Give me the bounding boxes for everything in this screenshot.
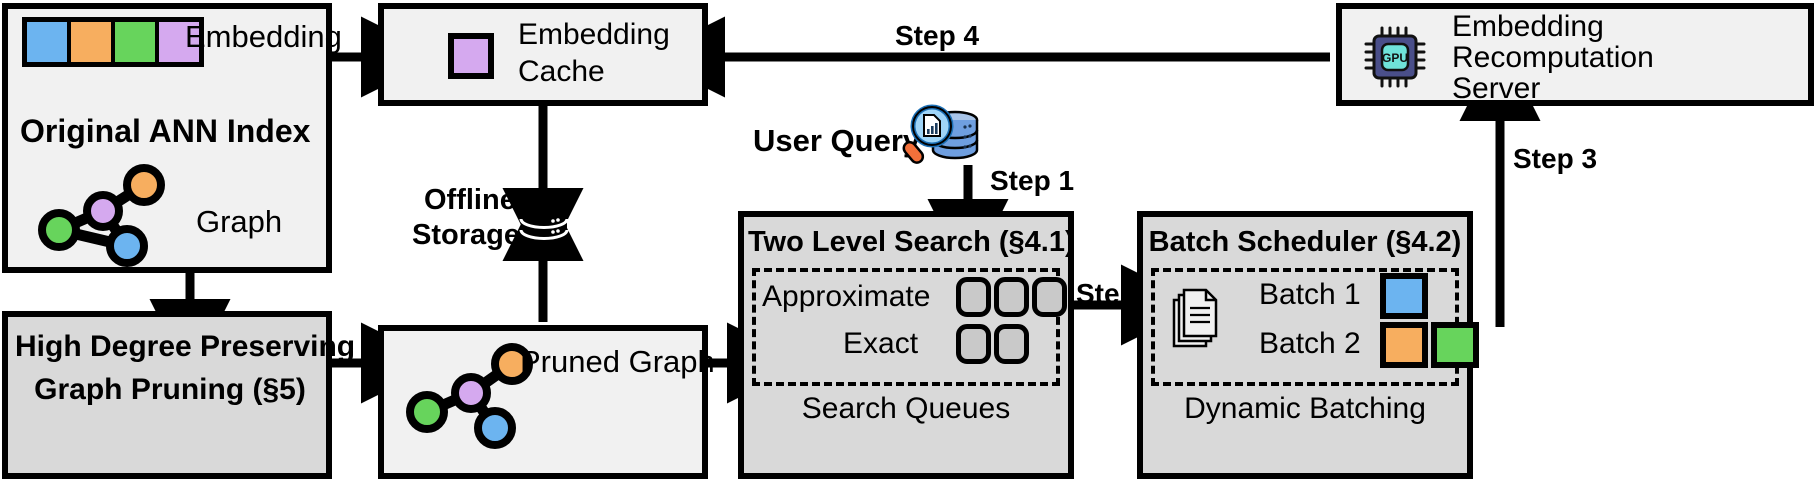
gpu-chip-icon: GPU	[1364, 26, 1426, 88]
graph-node-blue	[106, 225, 148, 267]
queue-slot[interactable]	[956, 277, 991, 317]
pruned-graph-label: Pruned Graph	[520, 344, 715, 379]
search-queues-dashed-region	[752, 268, 1060, 386]
original-index-graph-label: Graph	[196, 204, 283, 239]
recompute-server-line2: Recomputation	[1452, 41, 1654, 74]
queue-slot[interactable]	[956, 324, 991, 364]
graph-pruning-line1: High Degree Preserving	[15, 330, 356, 363]
embedding-cache-chip	[448, 33, 494, 79]
step4-label: Step 4	[895, 20, 980, 51]
embedding-chip-green	[115, 22, 155, 62]
step3-label: Step 3	[1513, 143, 1598, 174]
pruned-node-purple	[451, 373, 491, 413]
batch-chip-orange	[1380, 322, 1428, 368]
recompute-server-line3: Server	[1452, 72, 1541, 105]
pruned-node-blue	[474, 407, 516, 449]
embedding-cache-line2: Cache	[518, 55, 605, 88]
gpu-icon-text: GPU	[1382, 51, 1408, 65]
batch-2-label: Batch 2	[1259, 327, 1361, 360]
graph-node-green	[38, 209, 80, 251]
embedding-chip-strip	[22, 17, 204, 67]
batch-1-label: Batch 1	[1259, 278, 1361, 311]
pruned-node-green	[406, 391, 448, 433]
embedding-label: Embedding	[185, 19, 342, 54]
embedding-cache-box[interactable]	[378, 3, 708, 106]
user-query-label: User Query	[753, 123, 921, 158]
graph-pruning-box[interactable]	[2, 311, 332, 479]
embedding-cache-line1: Embedding	[518, 18, 670, 51]
documents-stack-icon	[1172, 288, 1218, 348]
search-queues-footer: Search Queues	[801, 392, 1011, 425]
batch-2-chips	[1380, 322, 1479, 368]
graph-node-purple	[83, 191, 123, 231]
pruned-node-orange	[491, 343, 533, 385]
two-level-search-title: Two Level Search (§4.1)	[748, 226, 1075, 258]
queue-slot[interactable]	[994, 324, 1029, 364]
query-search-database-icon	[902, 104, 979, 164]
batch-scheduler-title: Batch Scheduler (§4.2)	[1148, 226, 1462, 258]
queue-slot[interactable]	[1032, 277, 1067, 317]
batch-1-chips	[1380, 273, 1428, 319]
queue-slot[interactable]	[994, 277, 1029, 317]
search-row-exact-label: Exact	[843, 327, 919, 360]
original-index-graph	[38, 164, 165, 267]
graph-pruning-line2: Graph Pruning (§5)	[34, 373, 306, 406]
database-icon	[519, 200, 569, 251]
step1-label: Step 1	[990, 165, 1075, 196]
recompute-server-line1: Embedding	[1452, 10, 1604, 43]
search-row-approximate-slots	[956, 277, 1067, 317]
embedding-chip-blue	[27, 22, 67, 62]
pruned-graph-widget	[406, 343, 533, 449]
search-row-approximate-label: Approximate	[762, 280, 931, 313]
embedding-chip-purple	[159, 22, 199, 62]
batch-chip-blue	[1380, 273, 1428, 319]
dynamic-batching-footer: Dynamic Batching	[1184, 392, 1426, 425]
original-ann-index-title: Original ANN Index	[20, 113, 311, 149]
embedding-chip-orange	[71, 22, 111, 62]
offline-storage-line2: Storage	[412, 219, 520, 251]
search-row-exact-slots	[956, 324, 1029, 364]
graph-node-orange	[123, 164, 165, 206]
batch-chip-green	[1431, 322, 1479, 368]
offline-storage-line1: Offline	[424, 184, 516, 216]
